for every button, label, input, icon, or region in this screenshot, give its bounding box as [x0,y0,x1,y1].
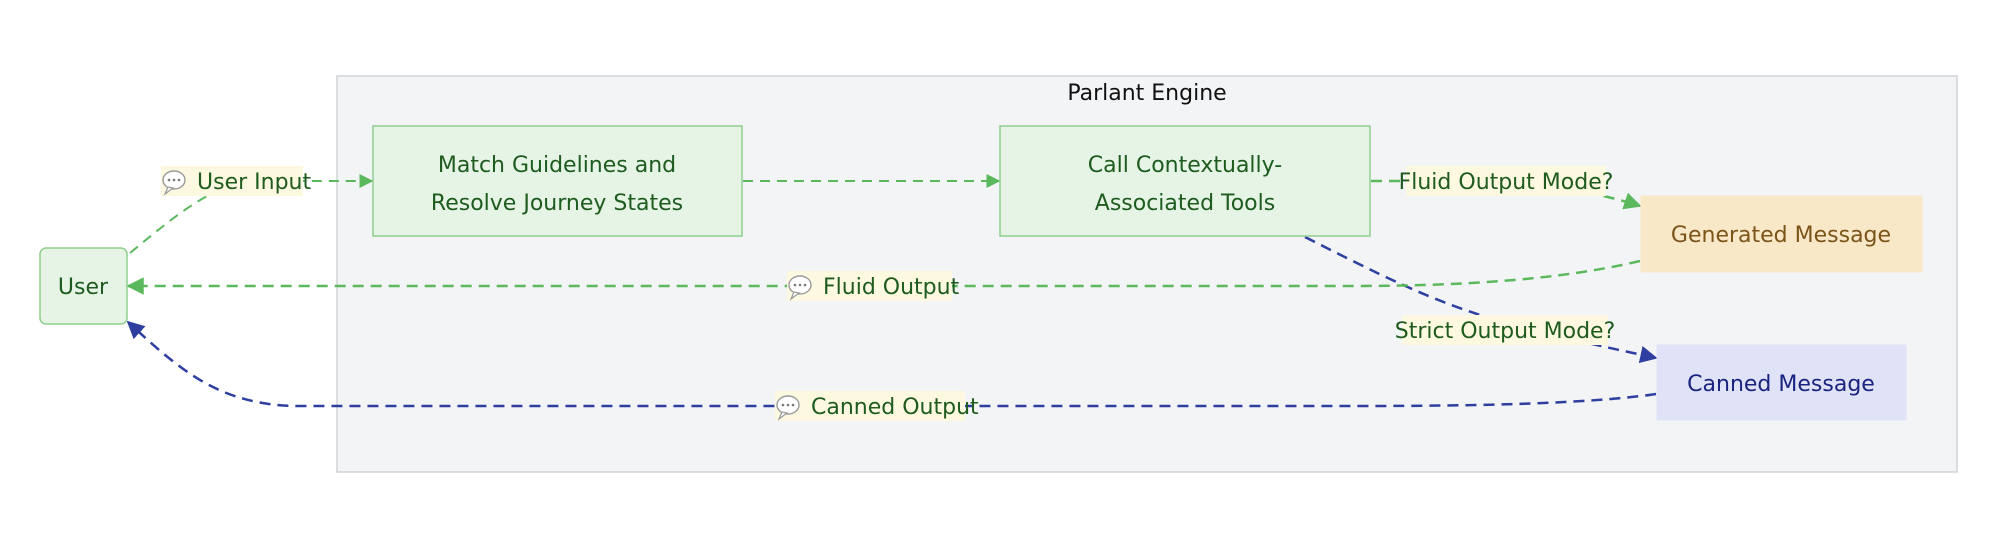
call-tools-line2: Associated Tools [1095,191,1275,216]
match-guidelines-node: Match Guidelines and Resolve Journey Sta… [372,125,743,237]
match-guidelines-line2: Resolve Journey States [431,191,683,216]
call-tools-node: Call Contextually- Associated Tools [999,125,1371,237]
edge-label-user-input: User Input [161,166,311,196]
call-tools-line1: Call Contextually- [1088,153,1282,178]
cluster-title: Parlant Engine [1067,81,1226,106]
canned-message-node: Canned Message [1656,344,1907,421]
speech-bubble-icon [788,275,812,301]
canned-output-label: Canned Output [811,395,979,420]
generated-message-node: Generated Message [1640,195,1923,273]
edge-label-fluid-mode: Fluid Output Mode? [1399,166,1614,196]
edge-label-fluid-output: Fluid Output [787,271,960,301]
canned-message-label: Canned Message [1687,372,1875,397]
strict-output-mode-label: Strict Output Mode? [1395,319,1616,344]
speech-bubble-icon [162,170,186,196]
match-guidelines-line1: Match Guidelines and [438,153,676,178]
user-label: User [58,275,109,300]
fluid-output-label: Fluid Output [823,275,960,300]
user-input-label: User Input [197,170,311,195]
speech-bubble-icon [776,395,800,421]
user-node: User [39,247,128,325]
edge-label-strict-mode: Strict Output Mode? [1395,315,1616,345]
fluid-output-mode-label: Fluid Output Mode? [1399,170,1614,195]
edge-label-canned-output: Canned Output [775,391,979,421]
generated-message-label: Generated Message [1671,223,1891,248]
edge-canned-output [126,320,1657,408]
